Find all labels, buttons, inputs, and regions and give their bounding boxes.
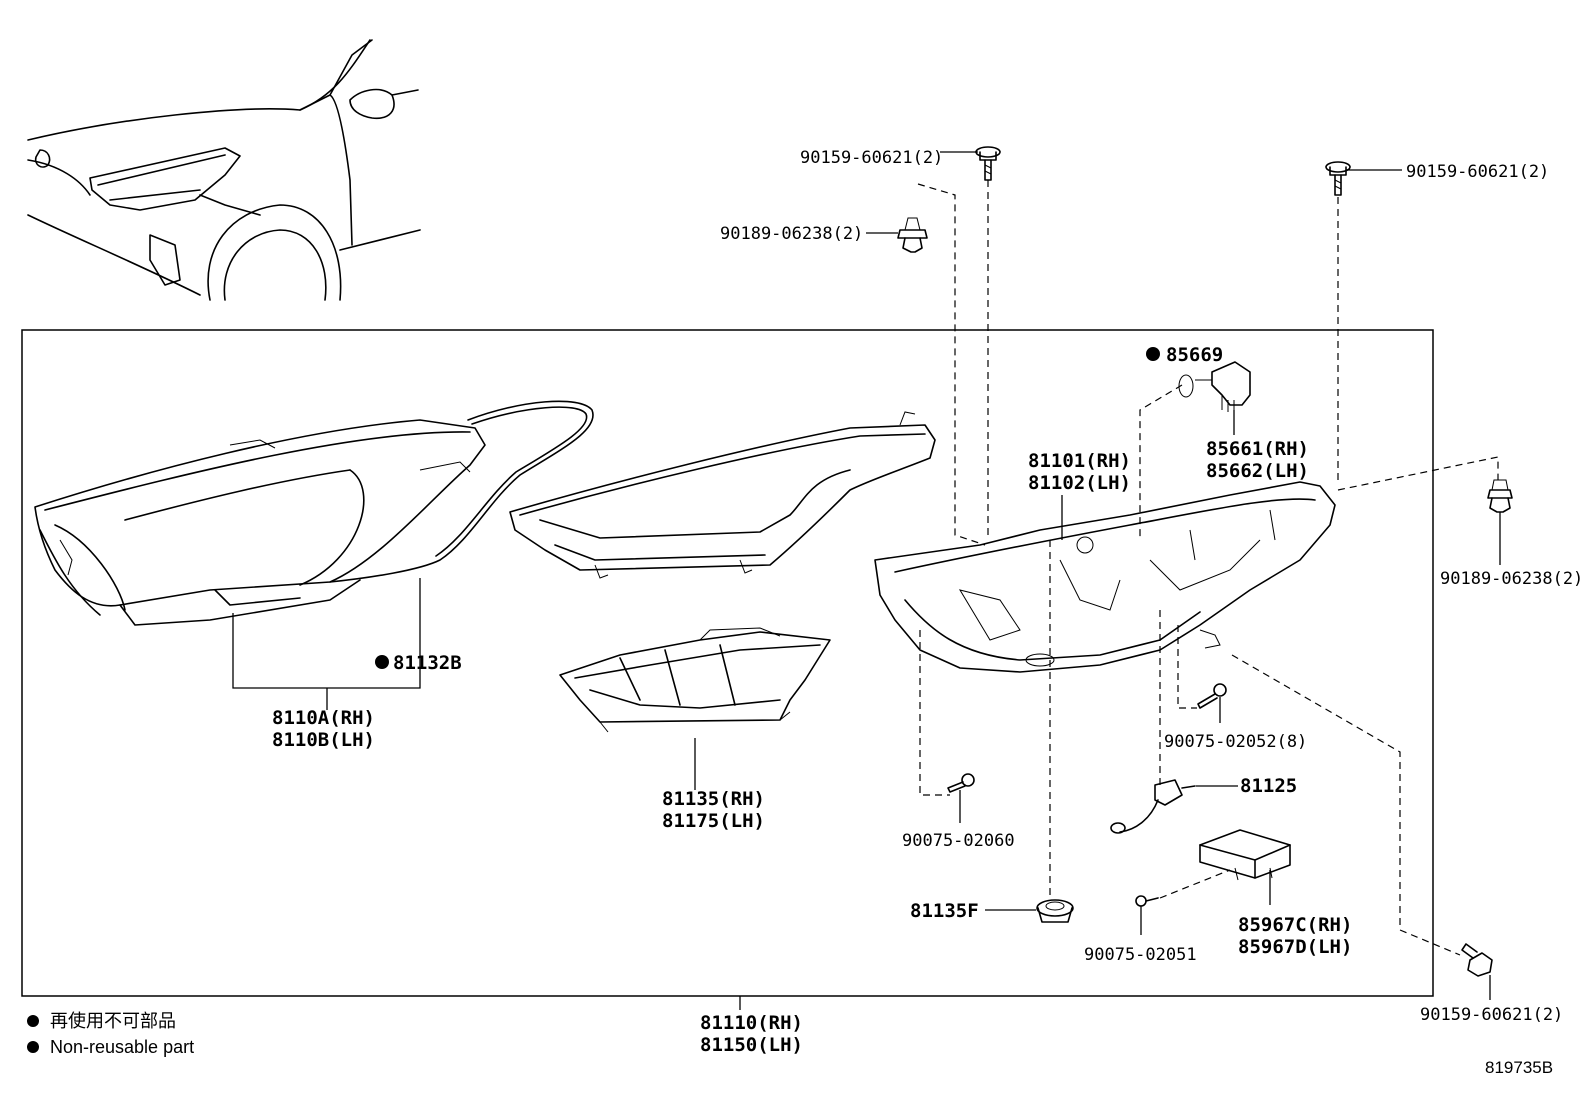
alignment-lines (917, 180, 1499, 956)
leader-lines (232, 151, 1501, 1010)
label-screw-b: 90075-02060 (902, 831, 1015, 851)
headlamp-lens-illustration (34, 400, 594, 626)
cap-illustration (1036, 899, 1074, 923)
label-assy-lh: 81150(LH) (700, 1034, 803, 1056)
label-screw-a: 90075-02052(8) (1164, 732, 1307, 752)
label-bolt-top-center: 90159-60621(2) (800, 148, 943, 168)
label-socket: 81125 (1240, 775, 1297, 797)
clip-top-left (897, 217, 928, 253)
extension-illustration (559, 627, 831, 733)
legend-dot-english (27, 1041, 39, 1053)
legend-english: Non-reusable part (50, 1037, 194, 1057)
label-computer-lh: 85967D(LH) (1238, 936, 1352, 958)
clip-right (1487, 479, 1513, 513)
label-computer-rh: 85967C(RH) (1238, 914, 1352, 936)
label-housing-lh: 81102(LH) (1028, 472, 1131, 494)
label-ext-lh: 81175(LH) (662, 810, 765, 832)
label-bolt-bottom-right: 90159-60621(2) (1420, 1005, 1563, 1025)
label-actuator-rh: 85661(RH) (1206, 438, 1309, 460)
assembly-boundary (21, 329, 1434, 997)
legend-dot-japanese (27, 1015, 39, 1027)
bolt-top-right (1325, 161, 1351, 196)
housing-illustration (874, 481, 1336, 673)
vehicle-overview-illustration (27, 39, 421, 301)
label-lens-lh: 8110B(LH) (272, 729, 375, 751)
bolt-bottom-right (1461, 943, 1493, 977)
screw-b (947, 773, 975, 793)
bolt-top-center (975, 146, 1001, 181)
diagram-id: 819735B (1485, 1058, 1553, 1077)
label-screw-c: 90075-02051 (1084, 945, 1197, 965)
bezel-illustration (509, 411, 936, 579)
label-bolt-top-right: 90159-60621(2) (1406, 162, 1549, 182)
legend: 再使用不可部品 Non-reusable part (27, 1011, 194, 1057)
computer-illustration (1199, 829, 1291, 881)
actuator-illustration (1178, 361, 1251, 412)
nonreusable-dot-81132b (375, 655, 389, 669)
label-gasket: 85669 (1166, 344, 1223, 366)
label-ext-rh: 81135(RH) (662, 788, 765, 810)
label-clip-top-left: 90189-06238(2) (720, 224, 863, 244)
screw-a (1197, 683, 1227, 709)
label-cap: 81135F (910, 900, 979, 922)
socket-illustration (1110, 779, 1196, 834)
label-seal: 81132B (393, 652, 462, 674)
label-clip-right: 90189-06238(2) (1440, 569, 1583, 589)
label-lens-rh: 8110A(RH) (272, 707, 375, 729)
label-housing-rh: 81101(RH) (1028, 450, 1131, 472)
legend-japanese: 再使用不可部品 (50, 1011, 176, 1031)
screw-c (1135, 895, 1159, 907)
label-actuator-lh: 85662(LH) (1206, 460, 1309, 482)
label-assy-rh: 81110(RH) (700, 1012, 803, 1034)
nonreusable-dot-85669 (1146, 347, 1160, 361)
